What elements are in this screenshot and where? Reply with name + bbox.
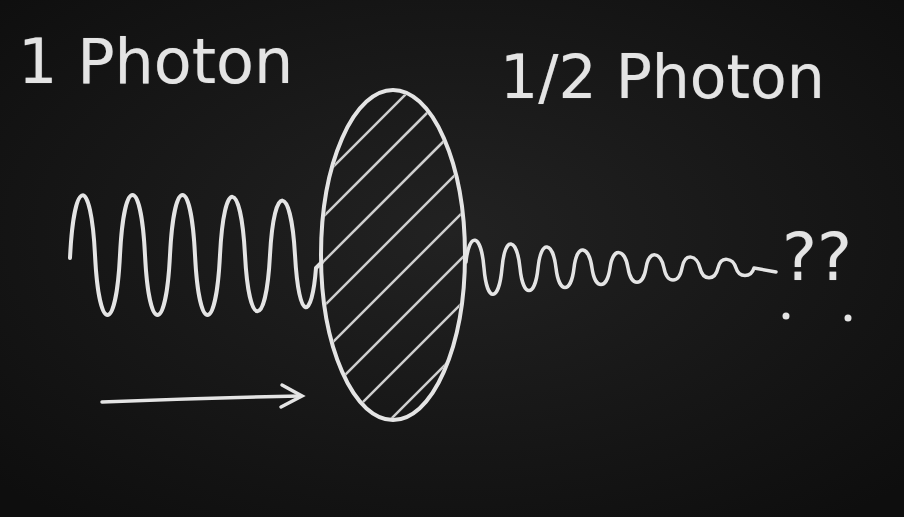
label-holder: 1/2 Photon bbox=[500, 44, 825, 110]
question-marks: ?? bbox=[782, 222, 852, 295]
direction-arrow bbox=[102, 385, 302, 407]
chalk-dot bbox=[845, 315, 852, 322]
label-holder: ?? bbox=[782, 222, 852, 295]
outgoing-wave bbox=[466, 240, 776, 294]
chalk-dot bbox=[783, 313, 790, 320]
half-photon-label: 1/2 Photon bbox=[500, 44, 825, 110]
ellipse-hatching bbox=[300, 60, 490, 455]
photon-label: 1 Photon bbox=[18, 28, 293, 96]
label-holder: 1 Photon bbox=[18, 28, 293, 96]
incoming-wave bbox=[70, 195, 322, 315]
